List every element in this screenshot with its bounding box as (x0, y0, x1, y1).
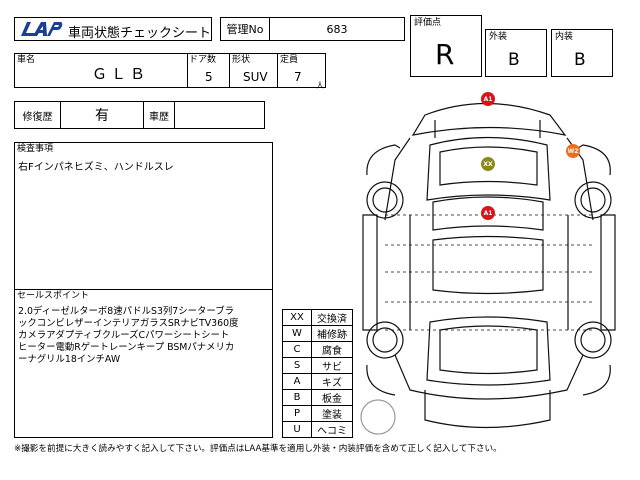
sales-points-label: セールスポイント (17, 291, 90, 301)
seats-box (277, 53, 326, 88)
laa-logo (19, 19, 63, 39)
legend-meaning: 板金 (311, 389, 353, 406)
car-name-box (14, 53, 188, 88)
legend-meaning: サビ (311, 357, 353, 374)
sales-line: ヒーター電動Rゲートレーンキープ BSMパナメリカ (18, 342, 235, 353)
inspection-text: 右Fインパネヒズミ、ハンドルスレ (18, 162, 174, 173)
sales-points-box (14, 289, 273, 438)
damage-marker: XX (481, 157, 495, 171)
legend-meaning: キズ (311, 373, 353, 390)
car-history-label-cell: 車歴 (143, 101, 175, 129)
inspection-label: 検査事項 (17, 144, 54, 154)
legend-code: XX (282, 309, 312, 326)
legend-code: B (282, 389, 312, 406)
legend-code: P (282, 405, 312, 422)
car-diagram (360, 102, 616, 435)
legend-meaning: 交換済 (311, 309, 353, 326)
eval-score-box (410, 15, 482, 77)
car-history-value-cell (174, 101, 265, 129)
exterior-value: B (508, 50, 520, 70)
mgmt-value-cell: 683 (269, 17, 405, 41)
sales-line: 2.0ディーゼルターボ8速パドルS3列7シーターブラ (18, 306, 234, 317)
doors-label: ドア数 (189, 55, 217, 65)
legend-code: A (282, 373, 312, 390)
mgmt-label-cell: 管理No (220, 17, 270, 41)
legend-meaning: 塗装 (311, 405, 353, 422)
damage-marker: A1 (481, 92, 495, 106)
sales-points-text: 2.0ディーゼルターボ8速パドルS3列7シーターブラ ックコンビレザーインテリア… (18, 306, 270, 366)
repair-label: 修復歴 (22, 111, 53, 123)
seats-value: 7 (294, 70, 302, 84)
car-name-value: ＧＬＢ (92, 65, 150, 83)
repair-value: 有 (95, 108, 109, 124)
seats-label: 定員 (280, 55, 299, 65)
footer-note: ※撮影を前提に大きく読みやすく記入して下さい。評価点はLAA基準を適用し外装・内… (14, 444, 502, 454)
legend-code: C (282, 341, 312, 358)
mgmt-value: 683 (326, 22, 348, 36)
legend-meaning: 補修跡 (311, 325, 353, 342)
repair-label-cell: 修復歴 (14, 101, 61, 129)
sheet-title: 車両状態チェックシート (68, 26, 212, 41)
doors-box (187, 53, 230, 88)
sales-line: ーナグリル18インチAW (18, 354, 121, 365)
car-history-label: 車歴 (149, 111, 169, 123)
exterior-label: 外装 (489, 32, 508, 42)
legend-meaning: ヘコミ (311, 421, 353, 438)
shape-box (229, 53, 278, 88)
title-bar (14, 17, 212, 41)
legend-meaning: 腐食 (311, 341, 353, 358)
interior-label: 内装 (555, 32, 574, 42)
shape-value: SUV (243, 70, 268, 84)
inspection-box (14, 142, 273, 290)
damage-marker: W2 (566, 144, 580, 158)
sales-line: ックコンビレザーインテリアガラスSRナビTV360度 (18, 318, 239, 329)
shape-label: 形状 (232, 55, 251, 65)
mgmt-label: 管理No (226, 23, 264, 36)
eval-score-label: 評価点 (414, 18, 442, 28)
seats-unit: 人 (316, 81, 324, 90)
interior-value: B (574, 50, 586, 70)
car-name-label: 車名 (17, 55, 36, 65)
sales-line: カメラアダプティブクルーズCパワーシートシート (18, 330, 230, 341)
legend-code: S (282, 357, 312, 374)
exterior-box (485, 29, 547, 77)
repair-value-cell: 有 (60, 101, 144, 129)
doors-value: 5 (205, 70, 213, 84)
eval-score-value: R (435, 38, 455, 71)
damage-marker: A1 (481, 206, 495, 220)
interior-box (551, 29, 613, 77)
legend-code: U (282, 421, 312, 438)
legend-code: W (282, 325, 312, 342)
